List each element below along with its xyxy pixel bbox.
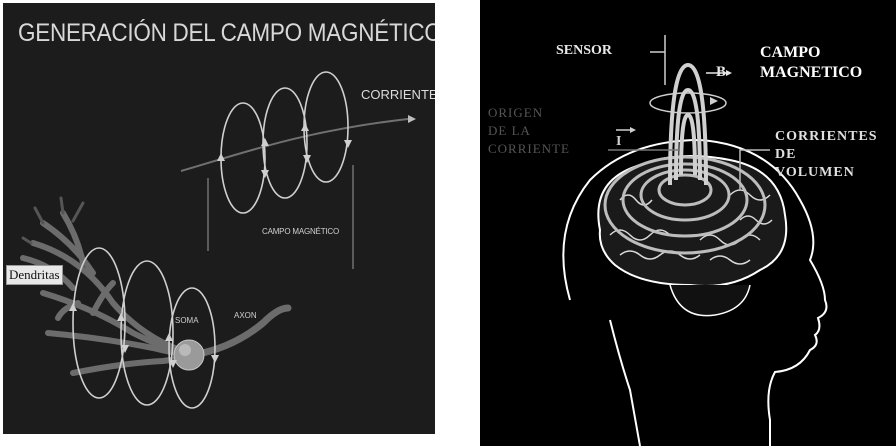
current-label: CORRIENTE bbox=[361, 87, 435, 102]
i-current-label: I bbox=[616, 134, 621, 150]
magnetic-field-title: CAMPO MAGNETICO bbox=[760, 43, 862, 83]
cerebellum bbox=[670, 285, 750, 316]
head-field-panel: SENSOR B CAMPO MAGNETICO ORIGEN DE LA CO… bbox=[480, 0, 896, 446]
neuron-field-panel: GENERACIÓN DEL CAMPO MAGNÉTICO CORRIENTE… bbox=[3, 3, 435, 434]
i-vector-arrow-icon bbox=[630, 127, 636, 133]
sensor-ring bbox=[650, 93, 726, 113]
sensor-ring-arrow-icon bbox=[710, 97, 718, 105]
current-line bbox=[181, 119, 408, 171]
b-vector-arrow-icon bbox=[726, 70, 732, 76]
b-field-label: B bbox=[716, 64, 726, 81]
current-arrow-icon bbox=[408, 115, 416, 123]
diagram-title: GENERACIÓN DEL CAMPO MAGNÉTICO bbox=[18, 19, 435, 48]
dendrite-branches bbox=[23, 213, 188, 373]
sensor-label: SENSOR bbox=[556, 43, 612, 59]
magnetic-field-label: CAMPO MAGNÉTICO bbox=[262, 227, 339, 236]
soma-body bbox=[174, 340, 204, 370]
field-loops-top bbox=[221, 72, 348, 213]
volume-currents-label: CORRIENTES DE VOLUMEN bbox=[775, 128, 878, 182]
current-origin-label: ORIGEN DE LA CORRIENTE bbox=[488, 104, 570, 158]
neuron-field-illustration bbox=[3, 3, 435, 434]
soma-label: SOMA bbox=[175, 316, 199, 325]
axon-label: AXON bbox=[234, 311, 257, 320]
dendrites-label: Dendritas bbox=[6, 265, 63, 285]
sensor-pointer bbox=[650, 35, 665, 85]
neck-outline bbox=[610, 320, 640, 446]
